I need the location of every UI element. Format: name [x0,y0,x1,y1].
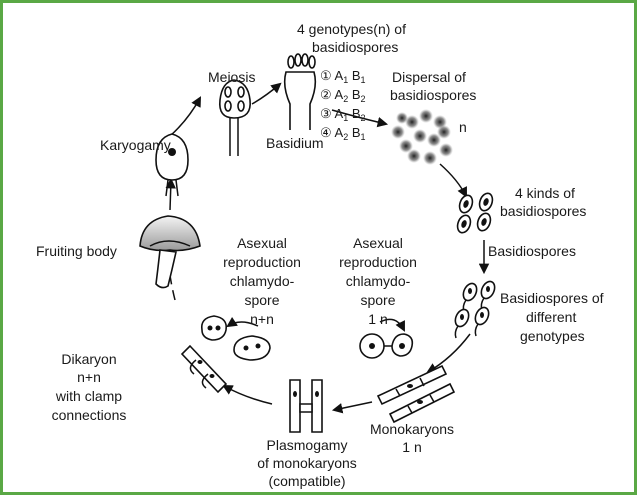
asexual-right-line2: reproduction [339,254,417,270]
monokaryons-label-line2: 1 n [402,439,421,455]
n-label: n [459,119,467,135]
dispersal-label-line1: Dispersal of [392,69,466,85]
dikaryon-label: Dikaryon n+n with clamp connections [52,351,127,423]
four-kinds-spores [455,191,494,234]
right-chlamydospores [360,334,412,358]
arrow-karyogamy-to-meiosis [170,98,200,136]
dikaryon-line3: with clamp [55,388,122,404]
arrow-fruiting-body-to-karyogamy [170,180,171,210]
arrow-plasmogamy-to-dikaryon [224,386,272,404]
meiosis-cell [220,80,250,156]
genotype-row-1: ① A1 B1 [320,68,366,85]
dispersed-spores [391,109,453,165]
genotype-3-number: ③ [320,106,332,121]
different-label-line2: different [526,309,576,325]
asexual-left-line3: chlamydo- [230,273,295,289]
asexual-right-line5: 1 n [368,311,387,327]
asexual-right-line1: Asexual [353,235,403,251]
asexual-left-line1: Asexual [237,235,287,251]
asexual-left-line2: reproduction [223,254,301,270]
arrow-spores-to-monokaryons [428,334,470,372]
genotype-1-b: 1 [361,75,366,85]
asexual-left-label: Asexual reproduction chlamydo- spore n+n [223,235,301,327]
asexual-left-line4: spore [244,292,279,308]
dikaryon-line1: Dikaryon [61,351,116,367]
monokaryons-label-line1: Monokaryons [370,421,454,437]
karyogamy-label: Karyogamy [100,137,171,153]
meiosis-label: Meiosis [208,69,255,85]
arrow-monokaryons-to-plasmogamy [334,402,372,410]
arrow-meiosis-to-basidium [252,84,280,104]
genotype-3-b: 2 [361,113,366,123]
different-label-line3: genotypes [520,328,585,344]
genotype-2-b: 2 [361,94,366,104]
genotypes-label-line2: basidiospores [312,39,398,55]
genotype-1-number: ① [320,68,332,83]
dikaryon-hypha [182,346,226,392]
kinds-label-line2: basidiospores [500,203,586,219]
genotype-4-b: 1 [361,132,366,142]
fruiting-body-mushroom [140,216,200,288]
plasmogamy-label-line2: of monokaryons [257,455,357,471]
different-label-line1: Basidiospores of [500,290,604,306]
plasmogamy-structure [290,380,322,432]
monokaryon-hyphae [378,366,454,422]
arrow-dispersal-to-kinds [440,164,466,196]
germinating-spores [453,279,497,338]
genotype-row-3: ③ A1 B2 [320,106,366,123]
basidiospores-label: Basidiospores [488,243,576,259]
fruiting-body-label: Fruiting body [36,243,117,259]
genotype-row-4: ④ A2 B1 [320,125,366,142]
genotype-row-2: ② A2 B2 [320,87,366,104]
genotypes-label-line1: 4 genotypes(n) of [297,21,406,37]
genotype-4-number: ④ [320,125,332,140]
basidium [285,54,316,130]
genotype-2-number: ② [320,87,332,102]
asexual-right-line4: spore [360,292,395,308]
dikaryon-line2: n+n [77,369,101,385]
kinds-label-line1: 4 kinds of [515,185,575,201]
genotype-list: ① A1 B1 ② A2 B2 ③ A1 B2 ④ A2 B1 [320,68,366,142]
plasmogamy-label-line3: (compatible) [268,473,345,489]
plasmogamy-label-line1: Plasmogamy [267,437,348,453]
dispersal-label-line2: basidiospores [390,87,476,103]
basidium-label: Basidium [266,135,324,151]
asexual-right-line3: chlamydo- [346,273,411,289]
asexual-left-line5: n+n [250,311,274,327]
dikaryon-line4: connections [52,407,127,423]
asexual-right-label: Asexual reproduction chlamydo- spore 1 n [339,235,417,327]
